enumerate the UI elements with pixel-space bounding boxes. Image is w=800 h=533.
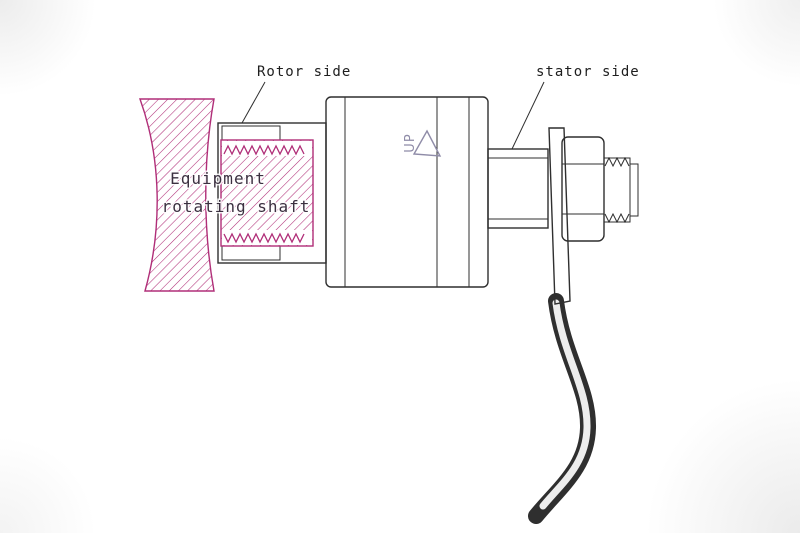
- stud-tip: [629, 163, 639, 217]
- rotor-coupling: [217, 122, 327, 264]
- rotor-spring-bottom: [223, 232, 305, 244]
- equipment-shaft-block: [139, 98, 215, 292]
- rotor-side-label: Rotor side: [257, 64, 351, 80]
- stator-shaft-body: [487, 148, 549, 229]
- joint-body-housing: [325, 96, 489, 288]
- stator-shaft: [487, 148, 549, 229]
- hex-nut-body: [561, 136, 605, 242]
- stud-threaded-section: [603, 157, 631, 223]
- threaded-stud: [603, 156, 639, 224]
- hex-nut: [561, 136, 605, 242]
- rotor-sleeve-hatched: [220, 139, 314, 247]
- equipment-shaft-label-line1: Equipment: [170, 169, 266, 188]
- annotations: Rotor side stator side Equipment rotatin…: [160, 64, 640, 218]
- cable: [528, 293, 597, 524]
- joint-body: UP: [325, 96, 489, 288]
- stud-thread-bottom: [604, 212, 630, 224]
- stator-side-label: stator side: [536, 64, 640, 80]
- cable-highlight: [539, 299, 591, 510]
- flange-plate: [548, 127, 571, 305]
- coupling-bottom-clamp: [221, 245, 281, 261]
- flange-plate-shape: [548, 127, 571, 305]
- up-marking-label: UP: [403, 133, 418, 152]
- coupling-top-clamp: [221, 125, 281, 141]
- up-marking: UP: [403, 129, 442, 157]
- stud-thread-top: [604, 156, 630, 168]
- rotor-spring-top: [223, 144, 305, 156]
- equipment-shaft-label-line2: rotating shaft: [162, 197, 311, 216]
- rotor-side-leader-line: [241, 81, 266, 124]
- up-arrow-icon: [412, 129, 442, 157]
- rotor-spring-strip-bottom-bg: [222, 230, 312, 245]
- stator-side-leader-line: [511, 81, 545, 150]
- equipment-shaft-shape: [139, 98, 215, 292]
